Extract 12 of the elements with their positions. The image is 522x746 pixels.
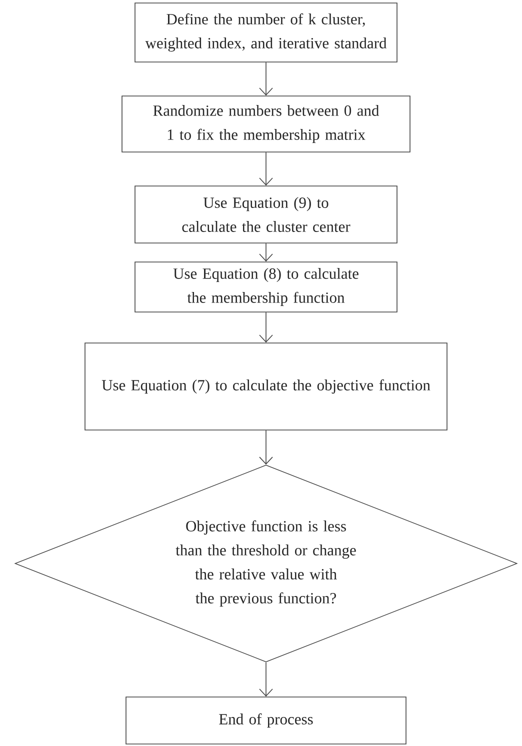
process-box: Define the number of k cluster, weighted index, and iterative standard [134,2,398,62]
arrow [259,430,273,465]
process-box: Use Equation (7) to calculate the objective function [84,342,448,430]
arrow [259,312,273,343]
arrow [259,152,273,186]
arrow [259,662,273,697]
process-box: Randomize numbers between 0 and 1 to fix the membership matrix [122,96,410,152]
process-box: End of process [126,696,406,744]
arrow [259,243,273,262]
arrow [259,62,273,96]
process-box: Use Equation (8) to calculate the membership function [134,262,398,312]
process-box: Use Equation (9) to calculate the cluster center [134,186,398,244]
